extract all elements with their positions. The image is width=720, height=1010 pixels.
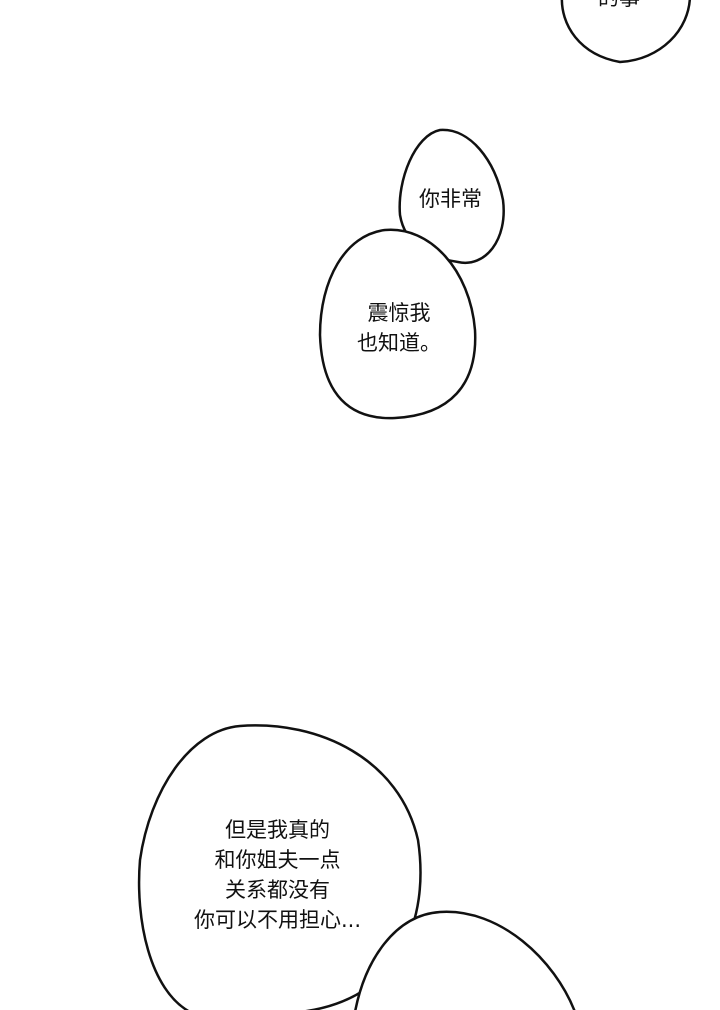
top-cut-line: 的事 bbox=[598, 0, 640, 13]
bubble-2-line-1: 震惊我 bbox=[367, 301, 431, 325]
bubble-1-text: 你非常 bbox=[419, 184, 482, 214]
speech-bubble-1 bbox=[398, 128, 505, 265]
bubble-3-line-4: 你可以不用担心... bbox=[193, 908, 362, 932]
bubble-1-line-1: 你非常 bbox=[419, 187, 482, 211]
top-cut-text: 的事 bbox=[598, 0, 640, 13]
speech-bubble-4-partial bbox=[354, 910, 576, 1010]
speech-bubble-3 bbox=[137, 724, 422, 1010]
bubble-3-line-2: 和你姐夫一点 bbox=[214, 848, 341, 872]
speech-bubble-top-cut bbox=[560, 0, 691, 64]
bubble-3-line-3: 关系都没有 bbox=[225, 878, 330, 902]
bubble-2-text: 震惊我 也知道。 bbox=[350, 298, 448, 358]
bubble-2-line-2: 也知道。 bbox=[357, 331, 441, 355]
bubble-3-line-1: 但是我真的 bbox=[225, 818, 330, 842]
bubble-3-text: 但是我真的 和你姐夫一点 关系都没有 你可以不用担心... bbox=[165, 815, 390, 935]
speech-bubble-2 bbox=[318, 228, 477, 420]
